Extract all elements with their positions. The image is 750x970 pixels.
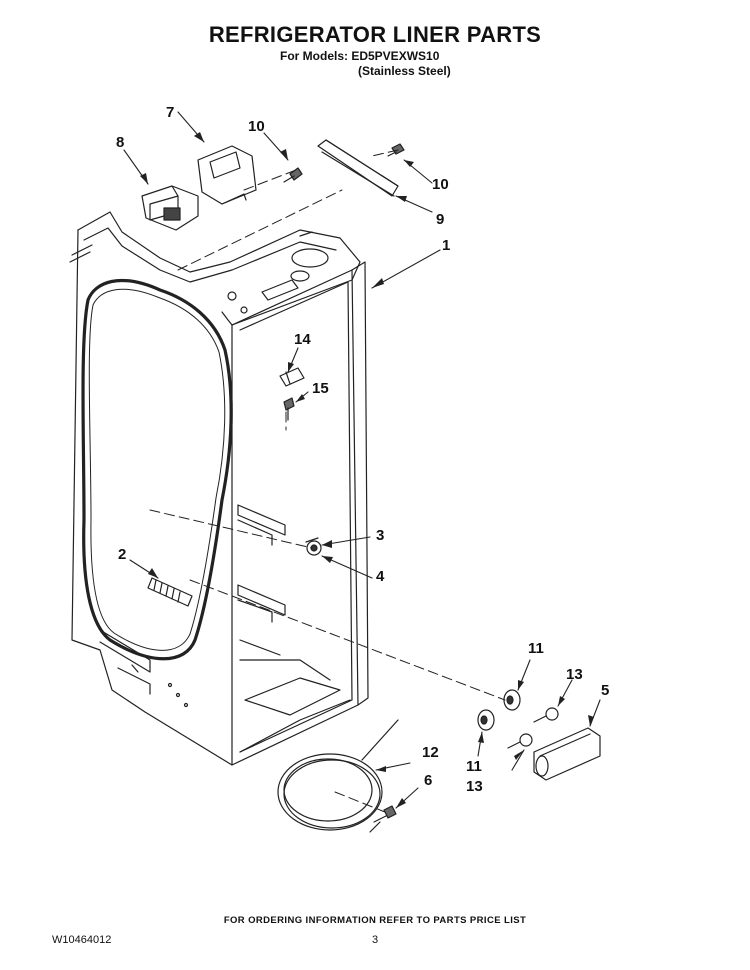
callout-13-upper: 13 (566, 666, 583, 683)
callout-2: 2 (118, 546, 127, 563)
callout-6: 6 (424, 772, 433, 789)
leader-lines (123, 111, 601, 809)
part-5-cover (533, 727, 601, 781)
callout-9: 9 (436, 211, 445, 228)
page-title: REFRIGERATOR LINER PARTS (208, 22, 542, 47)
callout-8: 8 (116, 134, 125, 151)
assembly-lines (149, 149, 506, 813)
part-2-vent (147, 577, 193, 607)
part-10-screw-right (387, 143, 405, 157)
part-14-clip (279, 367, 305, 387)
part-8-damper (141, 185, 199, 231)
callout-11-upper: 11 (528, 640, 544, 657)
part-13-screw-lower (507, 733, 533, 749)
model-info: For Models: ED5PVEXWS10 (Stainless Steel… (280, 49, 451, 79)
callout-15: 15 (312, 380, 329, 397)
callout-10-right: 10 (432, 176, 449, 193)
callout-7: 7 (166, 104, 175, 121)
leader-arrowheads (140, 132, 594, 808)
models-line: For Models: ED5PVEXWS10 (280, 49, 440, 63)
callout-5: 5 (601, 682, 610, 699)
part-10-screw-left (283, 167, 303, 183)
callout-10-left: 10 (248, 118, 265, 135)
callout-14: 14 (294, 331, 311, 348)
callout-3: 3 (376, 527, 385, 544)
part-3-4-knob (305, 537, 322, 556)
part-6-screw (373, 805, 397, 823)
document-number: W10464012 (52, 934, 112, 946)
callout-1: 1 (442, 237, 451, 254)
part-11-bushing-lower (477, 709, 495, 731)
refrigerator-liner (69, 211, 369, 766)
callout-12: 12 (422, 744, 439, 761)
callout-13-lower: 13 (466, 778, 483, 795)
callout-11-lower: 11 (466, 758, 482, 775)
part-15-screw (283, 397, 295, 421)
ordering-note: FOR ORDERING INFORMATION REFER TO PARTS … (223, 915, 527, 926)
part-13-screw-upper (533, 707, 559, 723)
variant-line: (Stainless Steel) (358, 64, 451, 78)
part-11-bushing-upper (503, 689, 521, 711)
page-number: 3 (372, 934, 379, 946)
callout-4: 4 (376, 568, 385, 585)
part-12-tubing (277, 719, 399, 833)
part-9-rail (317, 139, 399, 197)
part-7-bracket (197, 145, 257, 205)
